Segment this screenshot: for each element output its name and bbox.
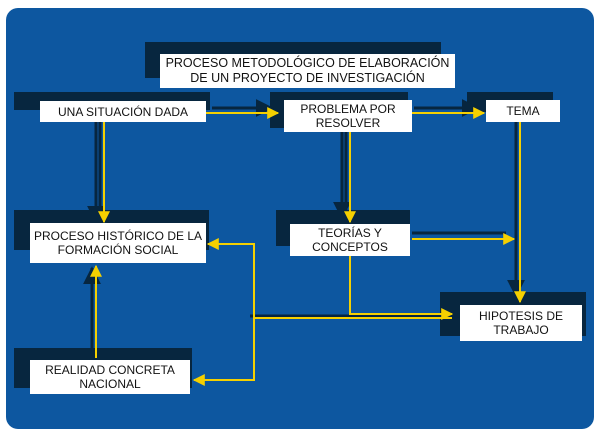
node-realidad-concreta: REALIDAD CONCRETA NACIONAL: [30, 360, 190, 394]
shadow-arrows: [83, 99, 525, 357]
arrow-loop-to-proceso: [206, 238, 255, 318]
node-problema-por-resolver: PROBLEMA POR RESOLVER: [284, 100, 412, 132]
arrow-loop-to-realidad: [192, 318, 255, 386]
arrow-teorias-to-hipotesis: [349, 256, 454, 320]
diagram-title: PROCESO METODOLÓGICO DE ELABORACIÓN DE U…: [160, 54, 455, 88]
node-teorias-conceptos: TEORÍAS Y CONCEPTOS: [290, 224, 410, 256]
flow-arrows: [90, 107, 526, 386]
title-line-2: DE UN PROYECTO DE INVESTIGACIÓN: [190, 71, 425, 85]
node-proceso-historico: PROCESO HISTÓRICO DE LA FORMACIÓN SOCIAL: [30, 223, 206, 263]
node-hipotesis-trabajo: HIPOTESIS DE TRABAJO: [460, 305, 582, 341]
node-situacion-dada: UNA SITUACIÓN DADA: [40, 101, 206, 122]
node-tema: TEMA: [486, 100, 560, 122]
title-line-1: PROCESO METODOLÓGICO DE ELABORACIÓN: [165, 56, 450, 70]
